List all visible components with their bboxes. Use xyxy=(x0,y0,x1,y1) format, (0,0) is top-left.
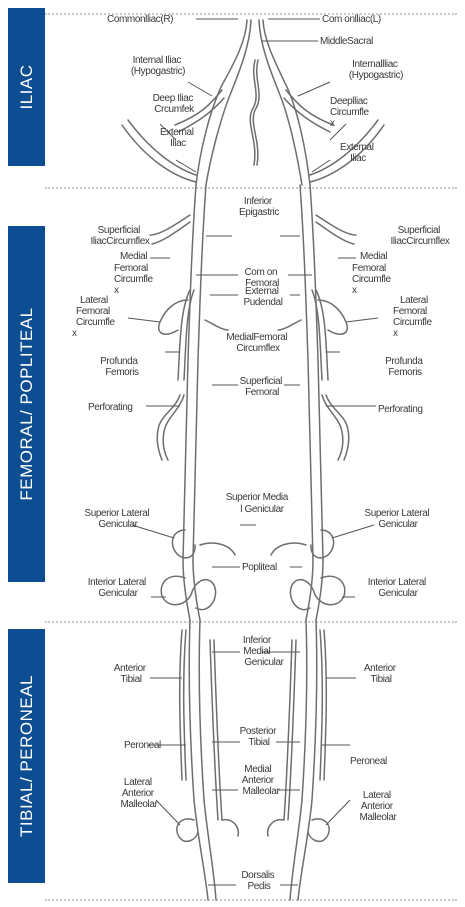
label-medial-femoral-circumflex-r: Medial Femoral Circumfle x xyxy=(114,251,155,296)
label-deep-iliac-circumflex-l: Deeplliac Circumfle x xyxy=(330,96,371,129)
label-medial-anterior-malleolar: Medial Anterior Malleolar xyxy=(242,764,281,797)
label-superior-medial-genicular: Superior Media l Genicular xyxy=(226,492,291,515)
label-peroneal-l: Peroneal xyxy=(350,756,387,767)
label-common-iliac-r: Commonlliac(R) xyxy=(107,14,173,25)
label-lateral-anterior-malleolar-l: Lateral Anterior Malleolar xyxy=(360,790,398,823)
label-anterior-tibial-r: Anterior Tibial xyxy=(114,663,148,685)
label-superficial-iliac-circumflex-r: Superficial IliacCircumflex xyxy=(90,225,149,247)
label-superficial-iliac-circumflex-l: Superficial IliacCircumflex xyxy=(390,225,449,247)
label-interior-lateral-genicular-l: Interior Lateral Genicular xyxy=(368,577,428,599)
label-internal-iliac-r: Internal Iliac (Hypogastric) xyxy=(131,55,185,77)
label-medial-femoral-circumflex-center: MedialFemoral Circumflex xyxy=(226,332,289,354)
label-superior-lateral-genicular-l: Superior Lateral Genicular xyxy=(364,508,431,530)
label-posterior-tibial: Posterior Tibial xyxy=(240,726,279,748)
label-internal-iliac-l: Internallliac (Hypogastric) xyxy=(349,59,403,81)
label-superficial-femoral: Superficial Femoral xyxy=(240,376,285,398)
label-peroneal-r: Peroneal xyxy=(124,740,161,751)
label-external-iliac-r: External Iliac xyxy=(160,127,196,149)
label-deep-iliac-circumflex-r: Deep Iliac Crcumfek xyxy=(153,93,196,115)
label-lateral-femoral-circumflex-l: Lateral Femoral Circumfle x xyxy=(393,295,434,339)
label-lateral-anterior-malleolar-r: Lateral Anterior Malleolar xyxy=(121,777,159,810)
labels: Commonlliac(R) Com onlliac(L) MiddleSacr… xyxy=(72,14,450,892)
label-superior-lateral-genicular-r: Superior Lateral Genicular xyxy=(84,508,151,530)
label-lateral-femoral-circumflex-r: Lateral Femoral Circumfle x xyxy=(72,295,117,339)
label-interior-lateral-genicular-r: Interior Lateral Genicular xyxy=(88,577,148,599)
label-dorsalis-pedis: Dorsalis Pedis xyxy=(241,870,276,892)
label-perforating-r: Perforating xyxy=(88,402,133,413)
label-profunda-femoris-l: Profunda Femoris xyxy=(385,356,425,378)
label-external-iliac-l: External Iliac xyxy=(340,142,376,164)
label-common-iliac-l: Com onlliac(L) xyxy=(322,14,381,25)
label-popliteal: Popliteal xyxy=(242,562,277,573)
label-middle-sacral: MiddleSacral xyxy=(320,36,373,47)
label-inferior-epigastric: Inferior Epigastric xyxy=(239,196,279,218)
label-medial-femoral-circumflex-l: Medial Femoral Circumfle x xyxy=(352,251,393,296)
label-anterior-tibial-l: Anterior Tibial xyxy=(364,663,398,685)
label-external-pudendal: External Pudendal xyxy=(243,286,282,308)
label-perforating-l: Perforating xyxy=(378,404,423,415)
label-profunda-femoris-r: Profunda Femoris xyxy=(100,356,140,378)
